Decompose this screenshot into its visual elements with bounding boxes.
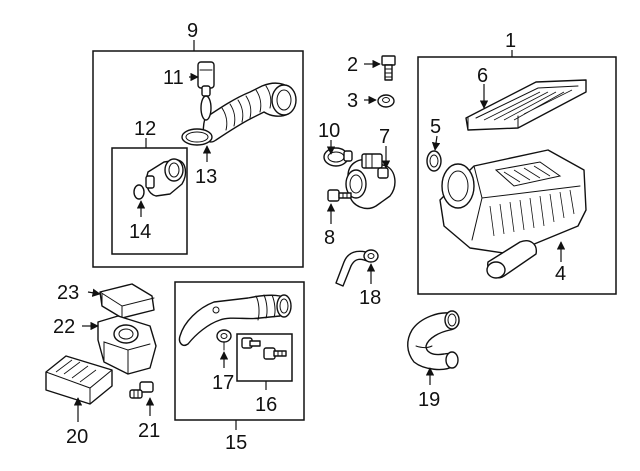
- callout-8: 8: [324, 227, 335, 249]
- leader-23: [87, 288, 101, 297]
- callout-17: 17: [212, 372, 234, 394]
- sub-box-12: [111, 147, 188, 255]
- bolt-part-21: [129, 381, 154, 399]
- duct-part-15: [178, 294, 292, 346]
- air-cleaner-housing-part-4: [439, 149, 587, 279]
- cover-part-23: [99, 283, 155, 319]
- hose-part-19: [407, 310, 460, 371]
- callout-15: 15: [225, 432, 247, 454]
- callout-9: 9: [187, 20, 198, 42]
- callout-19: 19: [418, 389, 440, 411]
- screw-part-8: [327, 189, 352, 202]
- group-box-9: [92, 50, 304, 268]
- vent-hose-part-18: [335, 249, 379, 287]
- inlet-duct-part-20: [45, 355, 113, 405]
- resonator-part-22: [97, 315, 157, 375]
- callout-18: 18: [359, 287, 381, 309]
- hose-clamp-part-11: [197, 61, 215, 97]
- callout-12: 12: [134, 118, 156, 140]
- hose-clamp-part-10: [323, 147, 353, 167]
- callout-2: 2: [347, 54, 358, 76]
- callout-14: 14: [129, 221, 151, 243]
- seal-part-5: [426, 150, 442, 172]
- callout-6: 6: [477, 65, 488, 87]
- callout-7: 7: [379, 126, 390, 148]
- leader-5: [431, 135, 441, 151]
- callout-23: 23: [57, 282, 79, 304]
- callout-1: 1: [505, 30, 516, 52]
- gasket-part-14: [133, 184, 145, 200]
- bolt-part-2: [381, 55, 396, 81]
- group-box-1: [417, 56, 617, 295]
- callout-11: 11: [163, 67, 184, 89]
- callout-10: 10: [318, 120, 340, 142]
- seal-inner-5: [429, 154, 439, 168]
- callout-13: 13: [195, 166, 217, 188]
- sensor-housing-part-12: [145, 158, 187, 197]
- washer-part-3: [377, 94, 395, 108]
- callout-5: 5: [430, 116, 441, 138]
- callout-3: 3: [347, 90, 358, 112]
- callout-22: 22: [53, 316, 75, 338]
- clip-part-17: [216, 329, 232, 351]
- callout-20: 20: [66, 426, 88, 448]
- mass-air-flow-sensor-part-7: [345, 153, 396, 210]
- o-ring-inner-13: [185, 131, 209, 143]
- group-box-15: [174, 281, 305, 421]
- air-filter-part-6: [465, 79, 587, 131]
- outlet-tube-part: [200, 82, 297, 143]
- sub-box-16: [236, 333, 293, 382]
- callout-4: 4: [555, 263, 566, 285]
- callout-16: 16: [255, 394, 277, 416]
- bolts-part-16: [241, 337, 287, 360]
- callout-21: 21: [138, 420, 160, 442]
